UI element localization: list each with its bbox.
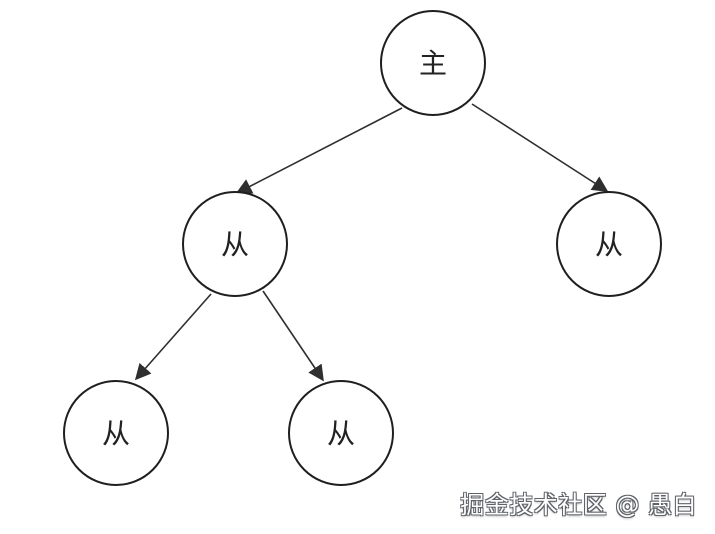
node-left: 从 <box>182 191 288 297</box>
edge-left-to-left-left <box>134 293 212 381</box>
node-left-right: 从 <box>288 380 394 486</box>
edge-left-to-left-right <box>262 290 324 382</box>
watermark-text: 掘金技术社区 @ 愚白 <box>460 491 697 519</box>
node-left-label: 从 <box>221 228 249 261</box>
edge-root-to-right <box>471 103 609 192</box>
node-left-left-label: 从 <box>102 417 130 450</box>
edge-root-to-left <box>235 107 403 194</box>
node-right: 从 <box>556 191 662 297</box>
node-root: 主 <box>380 10 486 116</box>
node-right-label: 从 <box>595 228 623 261</box>
node-left-right-label: 从 <box>327 417 355 450</box>
node-root-label: 主 <box>419 47 447 80</box>
node-left-left: 从 <box>63 380 169 486</box>
